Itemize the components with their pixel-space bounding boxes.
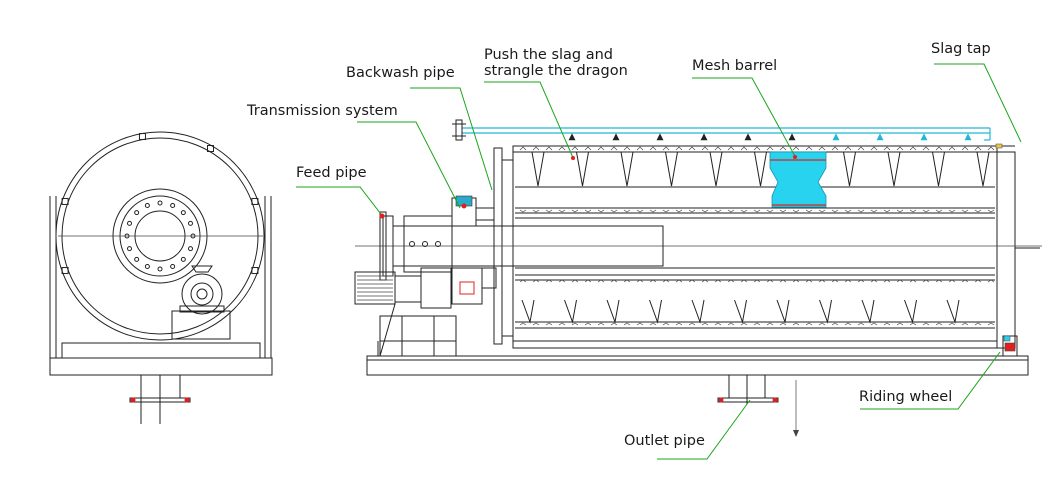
label-riding-wheel: Riding wheel (859, 389, 952, 405)
end-view (49, 131, 273, 424)
label-slag-tap: Slag tap (931, 41, 991, 57)
upper-flight (575, 151, 590, 187)
label-feed-pipe: Feed pipe (296, 165, 367, 181)
upper-flight (931, 151, 946, 187)
upper-flight (887, 151, 901, 187)
nozzle (788, 133, 796, 141)
end-view-motor-base (171, 310, 231, 340)
label-transmission-system: Transmission system (246, 103, 398, 119)
lower-flight (861, 299, 875, 324)
lower-flight (606, 299, 620, 324)
nozzle (832, 133, 840, 141)
lower-flight (946, 299, 960, 324)
lower-flight (904, 299, 917, 324)
upper-flight (976, 151, 990, 187)
lower-flight (564, 299, 577, 324)
nozzle (568, 133, 576, 141)
end-view-drum (55, 131, 265, 341)
label-outlet-pipe: Outlet pipe (624, 433, 705, 449)
mesh-barrel-shell (512, 145, 998, 349)
end-view-foundation (49, 357, 273, 376)
lower-flight (776, 299, 790, 324)
upper-flight (664, 151, 679, 187)
backwash-pipe (452, 119, 991, 141)
nozzle (700, 133, 708, 141)
leader-mesh-barrel (692, 77, 797, 159)
labels: Backwash pipe Push the slag and strangle… (246, 41, 991, 449)
side-view (354, 143, 1042, 437)
leader-riding-wheel (860, 351, 1001, 410)
nozzle (876, 133, 884, 141)
label-backwash-pipe: Backwash pipe (346, 65, 455, 81)
leader-slag-tap (934, 63, 1022, 143)
nozzle (656, 133, 664, 141)
lower-flight (819, 299, 832, 324)
lower-flight (649, 299, 662, 324)
leader-outlet (657, 399, 751, 460)
slag-tap-end (996, 151, 1016, 349)
foundation-slab (366, 355, 1029, 376)
label-mesh-barrel: Mesh barrel (692, 58, 777, 74)
nozzle (744, 133, 752, 141)
leader-push-slag (484, 81, 575, 161)
leader-backwash (410, 87, 493, 191)
leader-lines (296, 63, 1022, 460)
leader-transmission (357, 121, 461, 209)
upper-flight (753, 151, 768, 187)
lower-flight (734, 299, 747, 324)
nozzle (612, 133, 620, 141)
label-push-slag-line2: strangle the dragon (484, 63, 628, 79)
nozzle (920, 133, 928, 141)
lower-flight (521, 299, 535, 324)
end-view-motor (181, 273, 223, 315)
nozzle (964, 133, 972, 141)
upper-flight (620, 151, 634, 187)
upper-flight (531, 151, 545, 187)
upper-flight (842, 151, 857, 187)
mesh-barrel-window (769, 151, 827, 208)
leader-feed (296, 186, 385, 219)
upper-flight (709, 151, 723, 187)
label-push-slag-line1: Push the slag and (484, 47, 613, 63)
lower-flight (691, 299, 705, 324)
